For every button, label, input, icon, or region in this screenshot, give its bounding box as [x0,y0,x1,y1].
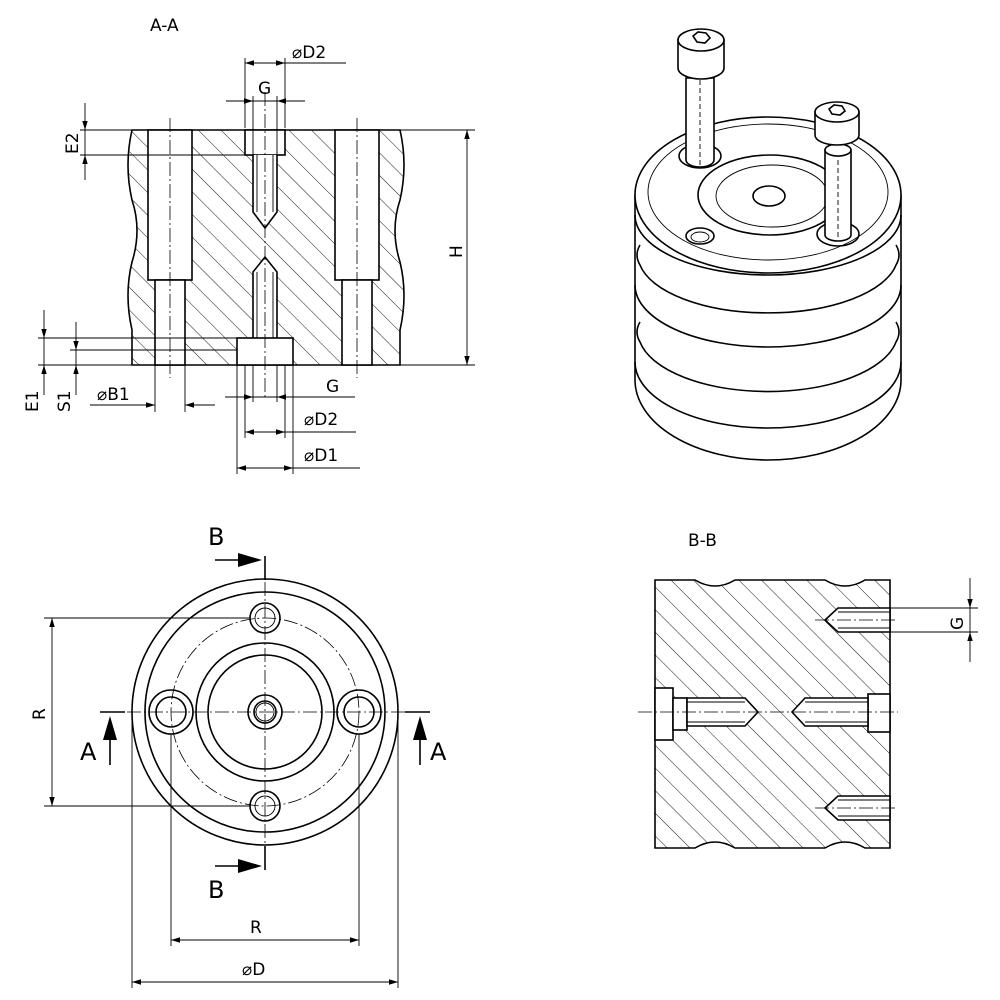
dim-e1-label: E1 [23,390,43,412]
section-bb-body [654,579,891,849]
section-arrow-a-left: A [80,711,125,766]
section-bb-title: B-B [688,531,717,551]
dim-d1: ⌀D1 [236,365,360,474]
central-thread-bottom [236,92,294,398]
iso-center-bore [752,185,786,207]
dim-d2-top-label: D2 [302,43,326,63]
dim-h: H [400,129,475,366]
dim-b1: ⌀B1 [90,365,215,412]
dim-s1-label: S1 [55,390,75,412]
dim-b1-label: B1 [107,385,129,405]
section-aa-title: A-A [150,16,179,36]
dim-e1-s1: E1 S1 [23,310,237,412]
dim-r-horizontal: R [170,734,360,946]
dim-d-label: D [252,960,265,980]
dim-g-bottom-label: G [326,377,339,397]
iso-top-face [634,116,902,274]
cut-a-right-label: A [430,738,447,766]
bb-hole-top-right [815,607,898,633]
cut-b-top-label: B [208,523,224,551]
dim-d1-label: D1 [314,446,338,466]
section-aa-view: A-A [23,16,475,474]
section-arrow-b-bottom: B [208,846,266,904]
dim-g-bb-label: G [948,617,968,630]
dim-g-top-label: G [258,79,271,99]
left-counterbore-hole [147,118,193,378]
section-arrow-a-right: A [405,711,447,766]
right-counterbore-hole [334,118,380,378]
dim-r-vertical: R [30,617,250,807]
bb-hole-bottom-right [815,795,898,821]
isometric-view [634,28,902,461]
dim-g-bottom: G [225,365,355,402]
dim-d2-bottom-label: D2 [314,410,338,430]
dim-d: ⌀D [131,712,399,988]
dim-r-vertical-label: R [30,708,50,720]
svg-text:⌀D2: ⌀D2 [292,43,326,63]
top-view: B B A A R [30,523,447,988]
dim-d2-top: ⌀D2 [244,43,346,128]
dim-h-label: H [447,245,467,258]
cut-b-bottom-label: B [208,876,224,904]
section-bb-view: B-B [638,531,978,849]
bb-hole-middle-right [638,693,898,733]
svg-text:⌀D2: ⌀D2 [304,410,338,430]
svg-text:⌀D: ⌀D [242,960,265,980]
dim-r-horizontal-label: R [250,918,262,938]
dim-g-top: G [226,79,305,155]
svg-text:⌀B1: ⌀B1 [97,385,130,405]
svg-text:⌀D1: ⌀D1 [304,446,338,466]
iso-screw-left [677,28,725,168]
section-arrow-b-top: B [208,523,266,580]
dim-e2-label: E2 [63,132,83,154]
dim-e2: E2 [63,103,245,180]
iso-screw-right [814,101,860,242]
dim-g-bb: G [890,578,978,662]
cut-a-left-label: A [80,738,97,766]
dim-d2-bottom: ⌀D2 [244,365,356,438]
